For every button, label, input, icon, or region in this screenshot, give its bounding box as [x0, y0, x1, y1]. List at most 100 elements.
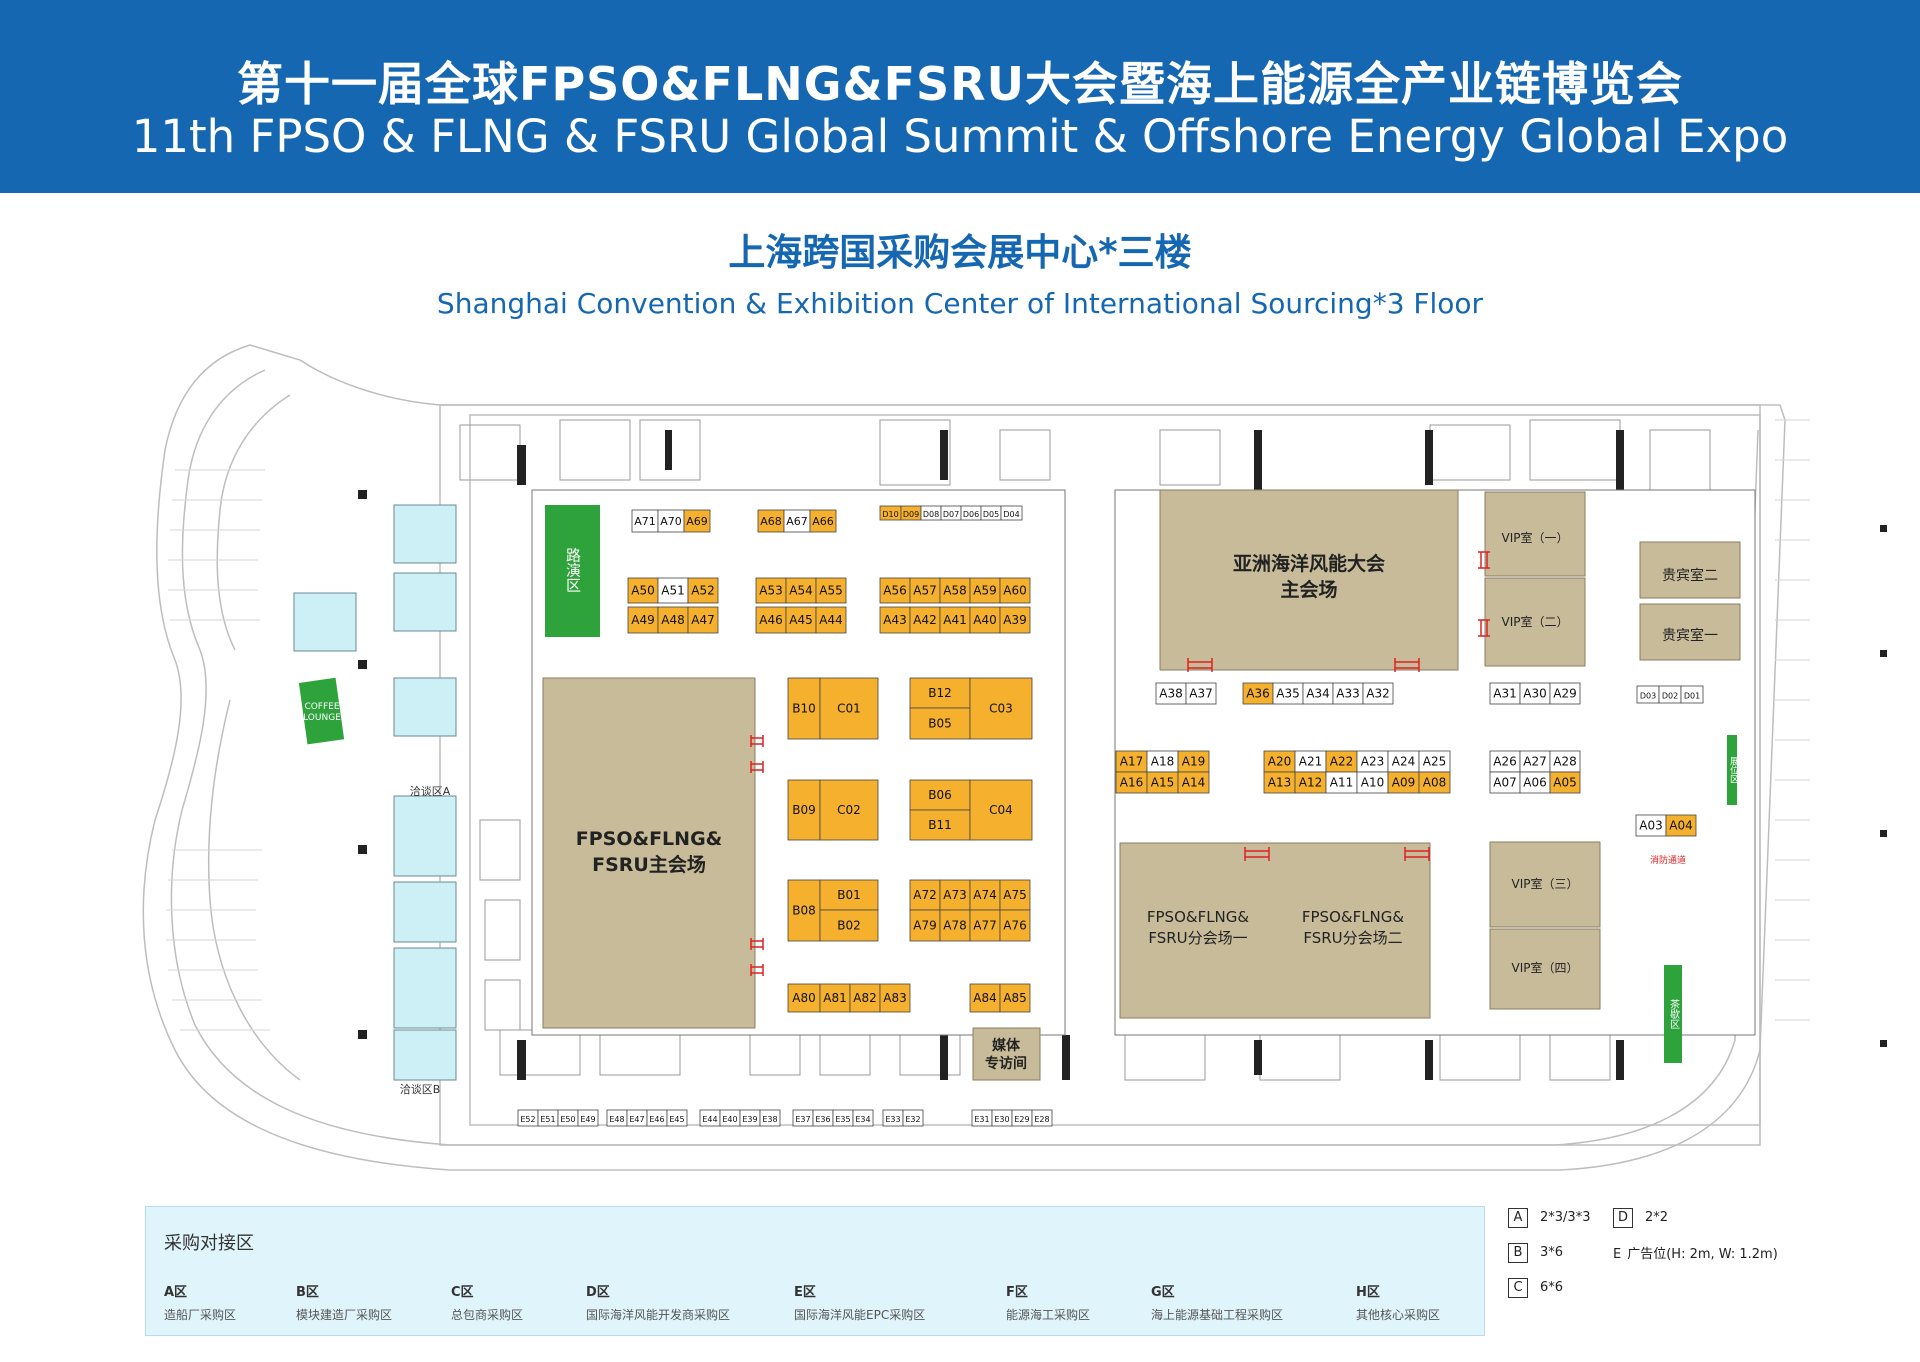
booth-a60[interactable]: A60 [999, 577, 1031, 604]
booth-a81[interactable]: A81 [819, 983, 851, 1013]
booth-a54[interactable]: A54 [785, 577, 817, 604]
booth-a38[interactable]: A38 [1155, 682, 1187, 705]
booth-a39[interactable]: A39 [999, 606, 1031, 634]
booth-a44[interactable]: A44 [815, 606, 847, 634]
booth-e36[interactable]: E36 [812, 1109, 834, 1127]
booth-c02[interactable]: C02 [819, 779, 879, 841]
booth-a76[interactable]: A76 [999, 909, 1031, 942]
booth-a84[interactable]: A84 [969, 983, 1001, 1013]
booth-d08[interactable]: D08 [920, 505, 942, 521]
booth-a34[interactable]: A34 [1302, 682, 1334, 705]
booth-e30[interactable]: E30 [991, 1109, 1013, 1127]
booth-a20[interactable]: A20 [1263, 750, 1296, 773]
booth-a83[interactable]: A83 [879, 983, 911, 1013]
booth-e29[interactable]: E29 [1011, 1109, 1033, 1127]
booth-a17[interactable]: A17 [1115, 750, 1148, 773]
booth-a46[interactable]: A46 [755, 606, 787, 634]
booth-d06[interactable]: D06 [960, 505, 982, 521]
booth-a59[interactable]: A59 [969, 577, 1001, 604]
booth-b11[interactable]: B11 [909, 809, 971, 841]
booth-b05[interactable]: B05 [909, 707, 971, 740]
booth-a37[interactable]: A37 [1185, 682, 1217, 705]
booth-e34[interactable]: E34 [852, 1109, 874, 1127]
booth-a52[interactable]: A52 [687, 577, 719, 604]
booth-a74[interactable]: A74 [969, 879, 1001, 911]
booth-a36[interactable]: A36 [1242, 682, 1274, 705]
booth-e49[interactable]: E49 [577, 1109, 599, 1127]
booth-b12[interactable]: B12 [909, 677, 971, 709]
booth-a73[interactable]: A73 [939, 879, 971, 911]
booth-a57[interactable]: A57 [909, 577, 941, 604]
booth-a35[interactable]: A35 [1272, 682, 1304, 705]
booth-a06[interactable]: A06 [1519, 771, 1551, 794]
booth-a28[interactable]: A28 [1549, 750, 1581, 773]
booth-a78[interactable]: A78 [939, 909, 971, 942]
booth-a75[interactable]: A75 [999, 879, 1031, 911]
booth-a18[interactable]: A18 [1146, 750, 1179, 773]
booth-a55[interactable]: A55 [815, 577, 847, 604]
booth-a24[interactable]: A24 [1387, 750, 1420, 773]
booth-a22[interactable]: A22 [1325, 750, 1358, 773]
booth-e50[interactable]: E50 [557, 1109, 579, 1127]
booth-a04[interactable]: A04 [1665, 814, 1697, 837]
booth-e37[interactable]: E37 [792, 1109, 814, 1127]
booth-a19[interactable]: A19 [1177, 750, 1210, 773]
booth-b09[interactable]: B09 [787, 779, 821, 841]
booth-a43[interactable]: A43 [879, 606, 911, 634]
booth-d07[interactable]: D07 [940, 505, 962, 521]
booth-a12[interactable]: A12 [1294, 771, 1327, 794]
booth-e40[interactable]: E40 [719, 1109, 741, 1127]
booth-d04[interactable]: D04 [1000, 505, 1023, 521]
booth-a40[interactable]: A40 [969, 606, 1001, 634]
booth-a47[interactable]: A47 [687, 606, 719, 634]
booth-a79[interactable]: A79 [909, 909, 941, 942]
booth-a80[interactable]: A80 [787, 983, 821, 1013]
booth-c04[interactable]: C04 [969, 779, 1033, 841]
booth-a09[interactable]: A09 [1387, 771, 1420, 794]
booth-a69[interactable]: A69 [683, 509, 711, 533]
booth-a58[interactable]: A58 [939, 577, 971, 604]
booth-a16[interactable]: A16 [1115, 771, 1148, 794]
booth-e47[interactable]: E47 [626, 1109, 648, 1127]
booth-a29[interactable]: A29 [1549, 682, 1581, 705]
booth-c03[interactable]: C03 [969, 677, 1033, 740]
booth-a68[interactable]: A68 [757, 509, 785, 533]
booth-a66[interactable]: A66 [809, 509, 837, 533]
booth-d02[interactable]: D02 [1658, 685, 1682, 704]
booth-e44[interactable]: E44 [699, 1109, 721, 1127]
booth-e32[interactable]: E32 [902, 1109, 924, 1127]
booth-a23[interactable]: A23 [1356, 750, 1389, 773]
booth-e35[interactable]: E35 [832, 1109, 854, 1127]
booth-a50[interactable]: A50 [627, 577, 659, 604]
booth-b08[interactable]: B08 [787, 879, 821, 942]
booth-d05[interactable]: D05 [980, 505, 1002, 521]
booth-a13[interactable]: A13 [1263, 771, 1296, 794]
booth-a85[interactable]: A85 [999, 983, 1031, 1013]
booth-e52[interactable]: E52 [517, 1109, 539, 1127]
booth-d10[interactable]: D10 [879, 505, 902, 521]
booth-e33[interactable]: E33 [882, 1109, 904, 1127]
booth-e46[interactable]: E46 [646, 1109, 668, 1127]
booth-a31[interactable]: A31 [1489, 682, 1521, 705]
booth-a05[interactable]: A05 [1549, 771, 1581, 794]
booth-a45[interactable]: A45 [785, 606, 817, 634]
booth-a70[interactable]: A70 [657, 509, 685, 533]
booth-a03[interactable]: A03 [1635, 814, 1667, 837]
booth-e51[interactable]: E51 [537, 1109, 559, 1127]
booth-a48[interactable]: A48 [657, 606, 689, 634]
booth-a14[interactable]: A14 [1177, 771, 1210, 794]
booth-a82[interactable]: A82 [849, 983, 881, 1013]
booth-a49[interactable]: A49 [627, 606, 659, 634]
booth-c01[interactable]: C01 [819, 677, 879, 740]
booth-b01[interactable]: B01 [819, 879, 879, 911]
booth-a21[interactable]: A21 [1294, 750, 1327, 773]
booth-a10[interactable]: A10 [1356, 771, 1389, 794]
booth-a08[interactable]: A08 [1418, 771, 1451, 794]
booth-a53[interactable]: A53 [755, 577, 787, 604]
booth-a77[interactable]: A77 [969, 909, 1001, 942]
booth-d01[interactable]: D01 [1680, 685, 1704, 704]
booth-a56[interactable]: A56 [879, 577, 911, 604]
booth-e48[interactable]: E48 [606, 1109, 628, 1127]
booth-a72[interactable]: A72 [909, 879, 941, 911]
booth-b02[interactable]: B02 [819, 909, 879, 942]
